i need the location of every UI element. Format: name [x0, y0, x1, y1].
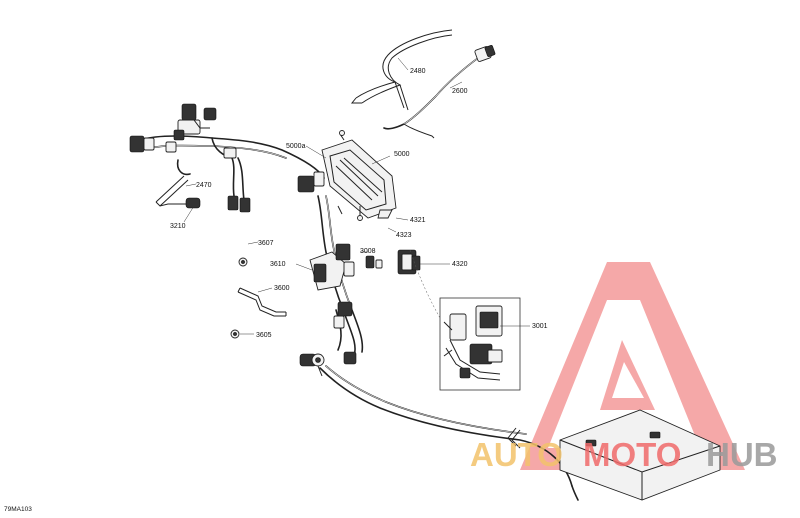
callout-3008: 3008: [360, 248, 376, 255]
callout-3607: 3607: [258, 240, 274, 247]
cable-2480: [350, 29, 453, 111]
watermark-word-moto: MOTO: [583, 436, 681, 473]
battery: [507, 409, 721, 501]
callout-2600: 2600: [452, 88, 468, 95]
watermark-logo: [520, 262, 745, 470]
callout-labels: 2480 2600 5000a 5000 2470 3210 4321 4323…: [170, 68, 548, 339]
callout-2470: 2470: [196, 182, 212, 189]
connector-2600: [474, 45, 496, 62]
callout-3600: 3600: [274, 285, 290, 292]
watermark-word-auto: AUTO: [470, 436, 563, 473]
callout-4323: 4323: [396, 232, 412, 239]
ecm-module-5000: [297, 130, 397, 221]
callout-4320: 4320: [452, 261, 468, 268]
connector-middle-pair: [223, 147, 251, 213]
watermark-wordmark: AUTO MOTO HUB: [470, 436, 778, 473]
connector-lower-trunk: [299, 301, 357, 377]
fuse-3008: [365, 255, 383, 269]
module-4320: [397, 249, 421, 275]
watermark-word-hub: HUB: [706, 436, 778, 473]
relay-group-3610: [309, 243, 355, 291]
sensor-2470: [155, 175, 201, 209]
watermark-triangle-hole: [612, 362, 644, 398]
leader-lines: [183, 57, 530, 335]
callout-5000: 5000: [394, 151, 410, 158]
connector-left-cluster: [129, 103, 217, 153]
callout-5000a: 5000a: [286, 143, 306, 150]
callout-4321: 4321: [410, 217, 426, 224]
detail-inset-3001: [409, 249, 521, 391]
callout-3605: 3605: [256, 332, 272, 339]
callout-3001: 3001: [532, 323, 548, 330]
wire-2600: [383, 45, 496, 139]
ground-strap-3600: [230, 257, 287, 339]
callout-3210: 3210: [170, 223, 186, 230]
callout-3610: 3610: [270, 261, 286, 268]
figure-reference: 79MA103: [4, 506, 32, 513]
callout-2480: 2480: [410, 68, 426, 75]
